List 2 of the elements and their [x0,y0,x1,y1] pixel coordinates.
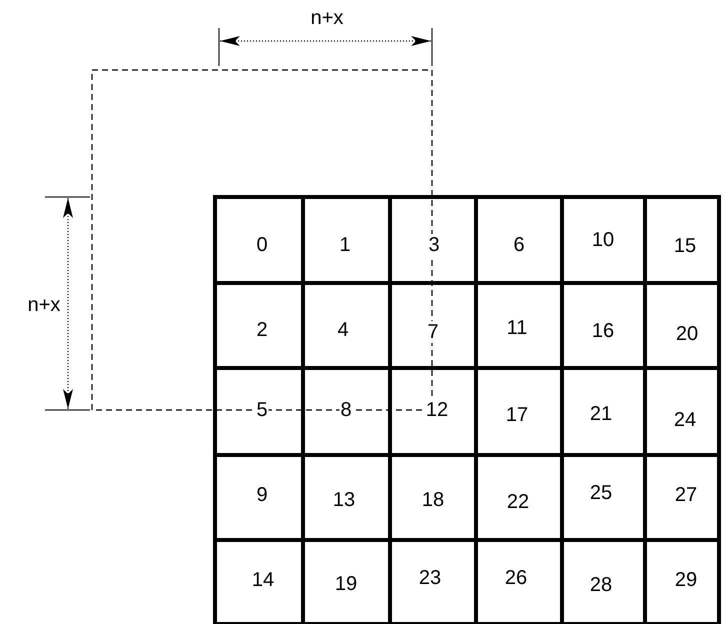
cell-number: 7 [426,321,440,343]
cell-number: 3 [427,234,441,256]
